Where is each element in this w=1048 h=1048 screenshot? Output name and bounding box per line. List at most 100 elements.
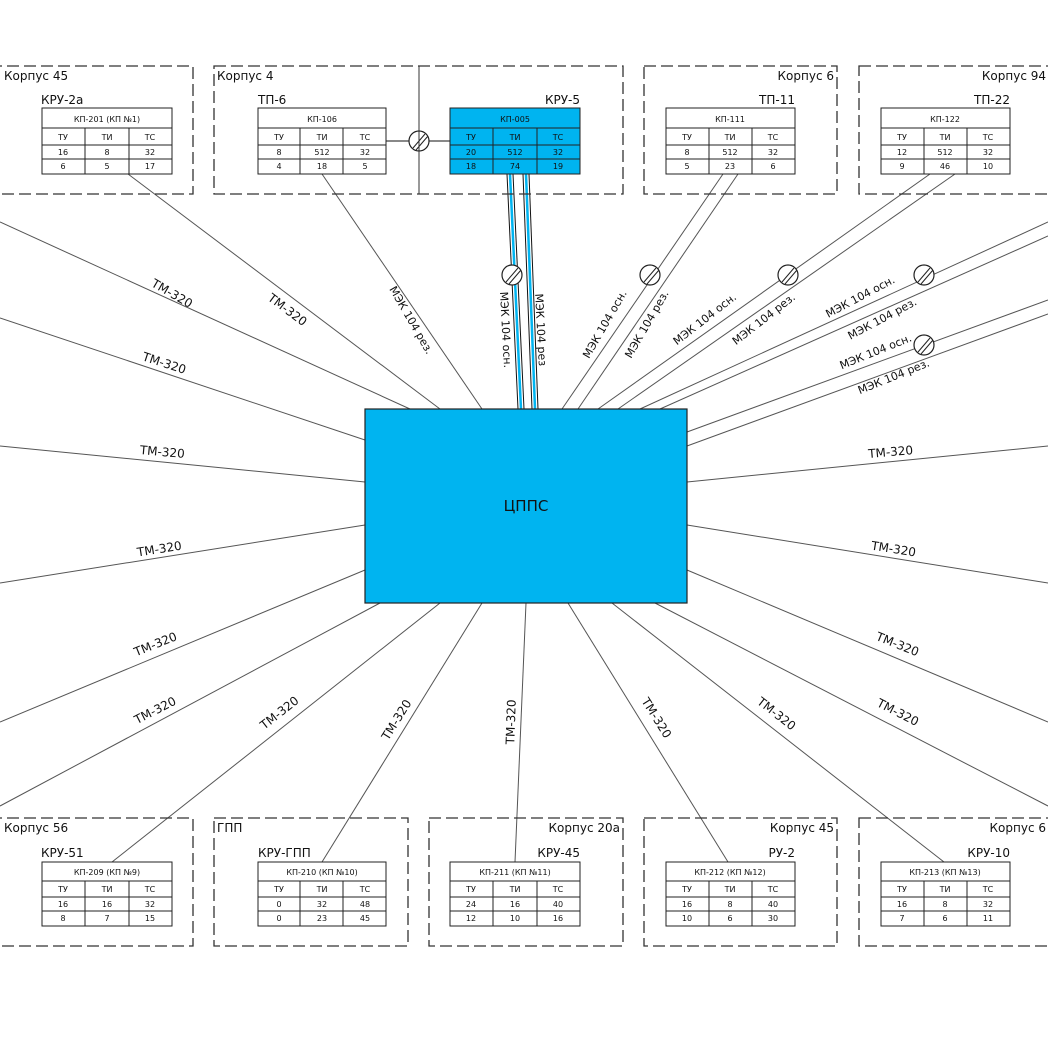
device-label: КРУ-10	[967, 846, 1010, 860]
kp-name: КП-210 (КП №10)	[286, 868, 357, 877]
link-label: ТМ-320	[874, 696, 921, 729]
col-header: ТИ	[724, 133, 736, 142]
kp-name: КП-122	[930, 115, 960, 124]
link-label: ТМ-320	[131, 629, 179, 659]
central-station-label: ЦППС	[504, 497, 549, 515]
kp-table: КП-210 (КП №10) ТУ ТИ ТС 0 32 48 0 23 45	[257, 861, 387, 927]
link-kp210	[321, 602, 483, 863]
cell: 6	[770, 162, 775, 171]
link-label: МЭК 104 рез.	[622, 288, 671, 360]
cell: 32	[983, 900, 993, 909]
col-header: ТИ	[939, 133, 951, 142]
station-block[interactable]: Корпус 94 ТП-22 КП-122 ТУ ТИ ТС 12 512 3…	[858, 65, 1048, 195]
col-header: ТИ	[101, 133, 113, 142]
converter-icon	[913, 264, 935, 286]
building-label: Корпус 45	[770, 821, 834, 835]
kp-name: КП-201 (КП №1)	[74, 115, 140, 124]
station-block[interactable]: Корпус 45 КРУ-2а КП-201 (КП №1) ТУ ТИ ТС…	[0, 65, 194, 195]
link-right-mek1	[639, 221, 1048, 410]
col-header: ТС	[552, 885, 564, 894]
cell: 5	[104, 162, 109, 171]
link-kp005-main-b	[508, 173, 523, 410]
link-label: ТМ-320	[135, 539, 183, 560]
kp-table: КП-213 (КП №13) ТУ ТИ ТС 16 8 32 7 6 11	[880, 861, 1011, 927]
col-header: ТУ	[273, 133, 284, 142]
kp-table: КП-122 ТУ ТИ ТС 12 512 32 9 46 10	[880, 107, 1011, 175]
col-header: ТИ	[939, 885, 951, 894]
station-block[interactable]: Корпус 20а КРУ-45 КП-211 (КП №11) ТУ ТИ …	[428, 817, 624, 947]
col-header: ТУ	[896, 133, 907, 142]
kp-table-highlighted: КП-005 ТУ ТИ ТС 20 512 32 18 74 19	[449, 107, 581, 175]
building-frame	[858, 65, 1048, 195]
cell: 512	[722, 148, 737, 157]
building-label: Корпус 6	[990, 821, 1046, 835]
station-block[interactable]: ГПП КРУ-ГПП КП-210 (КП №10) ТУ ТИ ТС 0 3…	[213, 817, 409, 947]
station-block[interactable]: Корпус 45 РУ-2 КП-212 (КП №12) ТУ ТИ ТС …	[643, 817, 838, 947]
cell: 18	[466, 162, 476, 171]
col-header: ТС	[359, 885, 371, 894]
link-kp106	[321, 173, 483, 410]
cell: 15	[145, 914, 155, 923]
cell: 24	[466, 900, 476, 909]
station-block[interactable]: Корпус 6 ТП-11 КП-111 ТУ ТИ ТС 8 512 32 …	[643, 65, 838, 195]
cell: 4	[276, 162, 281, 171]
device-label: РУ-2	[768, 846, 795, 860]
cell: 6	[942, 914, 947, 923]
converter-icon	[913, 334, 935, 356]
link-right-mek3	[686, 299, 1048, 433]
cell: 11	[983, 914, 993, 923]
cell: 8	[727, 900, 732, 909]
link-label: ТМ-320	[867, 443, 914, 461]
cell: 16	[682, 900, 692, 909]
building-label: Корпус 56	[4, 821, 68, 835]
cell: 0	[276, 914, 281, 923]
cell: 8	[276, 148, 281, 157]
cell: 19	[553, 162, 563, 171]
link-label: МЭК 104 рез.	[730, 291, 798, 348]
building-label: Корпус 45	[4, 69, 68, 83]
cell: 74	[510, 162, 520, 171]
link-kp212	[567, 602, 729, 863]
col-header: ТС	[359, 133, 371, 142]
link-kp111-main	[561, 173, 724, 410]
cell: 46	[940, 162, 950, 171]
col-header: ТС	[982, 133, 994, 142]
link-label: ТМ-320	[257, 694, 302, 733]
kp-table: КП-211 (КП №11) ТУ ТИ ТС 24 16 40 12 10 …	[449, 861, 581, 927]
cell: 48	[360, 900, 370, 909]
link-label: ТМ-320	[264, 290, 309, 329]
central-station-box[interactable]	[364, 408, 688, 604]
device-label: ТП-6	[257, 93, 286, 107]
link-right-mek2	[659, 235, 1048, 410]
link-label: ТМ-320	[138, 443, 185, 461]
link-label: МЭК 104 осн.	[580, 288, 629, 361]
station-block[interactable]: Корпус 56 КРУ-51 КП-209 (КП №9) ТУ ТИ ТС…	[0, 817, 194, 947]
device-label: ТП-11	[758, 93, 795, 107]
link-kp005-res-a	[522, 173, 533, 410]
cell: 10	[983, 162, 993, 171]
col-header: ТИ	[316, 133, 328, 142]
cell: 32	[553, 148, 563, 157]
col-header: ТИ	[724, 885, 736, 894]
link-right-4	[654, 602, 1048, 807]
cell: 40	[768, 900, 778, 909]
link-kp209	[111, 602, 441, 863]
col-header: ТУ	[465, 133, 476, 142]
cell: 32	[145, 900, 155, 909]
link-left-2	[0, 317, 366, 441]
converter-icon	[501, 264, 523, 286]
kp-name: КП-213 (КП №13)	[909, 868, 980, 877]
device-label: ТП-22	[973, 93, 1010, 107]
cell: 9	[899, 162, 904, 171]
link-label: МЭК 104 рез.	[856, 356, 931, 397]
cell: 12	[466, 914, 476, 923]
building-frame	[428, 817, 624, 947]
central-station[interactable]: ЦППС	[364, 408, 688, 604]
building-frame	[643, 817, 838, 947]
station-block[interactable]: Корпус 4 ТП-6 КП-106 ТУ ТИ ТС 8 512 32 4…	[213, 65, 624, 195]
col-header: ТИ	[101, 885, 113, 894]
station-block[interactable]: Корпус 6 КРУ-10 КП-213 (КП №13) ТУ ТИ ТС…	[858, 817, 1048, 947]
cell: 10	[510, 914, 520, 923]
link-left-6	[0, 602, 381, 807]
kp-table: КП-106 ТУ ТИ ТС 8 512 32 4 18 5	[257, 107, 387, 175]
